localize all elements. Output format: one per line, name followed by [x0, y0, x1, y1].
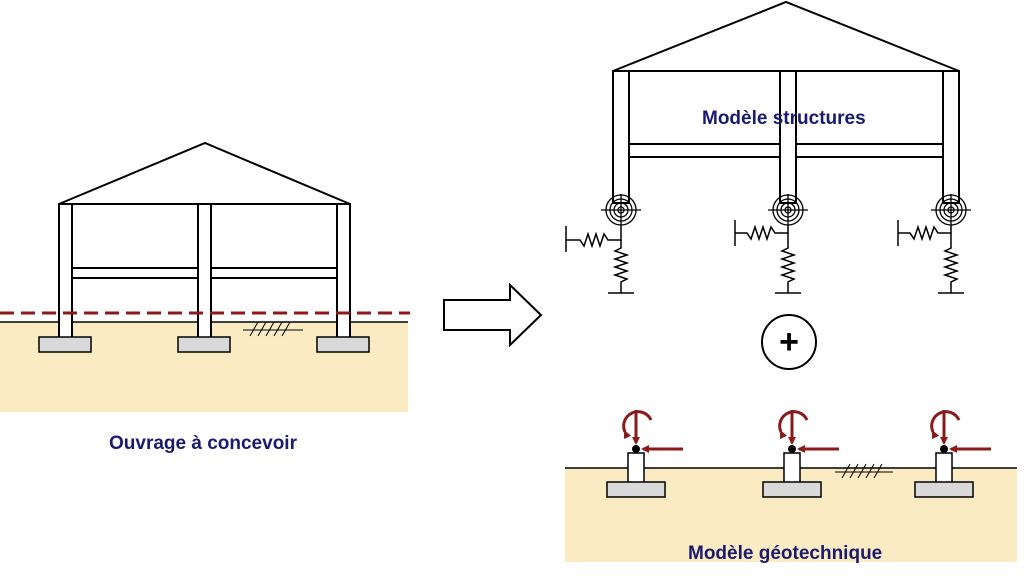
moment-arrow-icon	[622, 410, 653, 440]
spring-icon	[608, 240, 634, 294]
load-point	[632, 445, 640, 453]
left-roof	[58, 141, 351, 205]
geotechnical-model	[565, 410, 1017, 562]
spring-icon	[734, 220, 789, 246]
support-2	[734, 194, 808, 294]
rotational-spring-icon	[768, 194, 808, 226]
left-column-2	[197, 203, 212, 339]
load-group-2	[778, 410, 839, 453]
spring-icon	[897, 220, 952, 246]
support-1	[565, 194, 641, 294]
structure-model	[612, 0, 960, 204]
load-group-1	[622, 410, 683, 453]
geo-footing-1	[606, 481, 666, 498]
label-geotechnical-model: Modèle géotechnique	[688, 543, 883, 564]
load-point	[788, 445, 796, 453]
struct-column-3	[942, 70, 960, 204]
load-group-3	[930, 410, 991, 453]
spring-icon	[775, 233, 801, 294]
geo-footing-2	[762, 481, 822, 498]
left-footing-1	[38, 336, 92, 353]
support-3	[897, 194, 971, 294]
right-arrow-icon	[443, 282, 543, 348]
geo-pedestal-1	[627, 452, 645, 484]
label-ouvrage: Ouvrage à concevoir	[109, 433, 297, 454]
geo-pedestal-3	[935, 452, 953, 484]
left-column-1	[58, 203, 73, 339]
struct-column-1	[612, 70, 630, 204]
label-structure-model: Modèle structures	[702, 108, 866, 129]
moment-arrow-icon	[778, 410, 809, 440]
struct-roof	[612, 0, 960, 72]
geo-soil-symbol	[835, 463, 893, 479]
rotational-spring-icon	[601, 194, 641, 226]
plus-sign: +	[779, 323, 799, 361]
struct-column-2	[779, 70, 797, 204]
left-footing-2	[177, 336, 231, 353]
left-footing-3	[316, 336, 370, 353]
load-point	[940, 445, 948, 453]
rotational-spring-icon	[931, 194, 971, 226]
spring-icon	[565, 226, 622, 252]
left-building	[0, 141, 410, 412]
left-column-3	[336, 203, 351, 339]
geo-footing-3	[914, 481, 974, 498]
plus-icon: +	[761, 314, 817, 370]
left-soil-symbol	[243, 321, 303, 337]
geo-pedestal-2	[783, 452, 801, 484]
moment-arrow-icon	[930, 410, 961, 440]
spring-icon	[938, 233, 964, 294]
